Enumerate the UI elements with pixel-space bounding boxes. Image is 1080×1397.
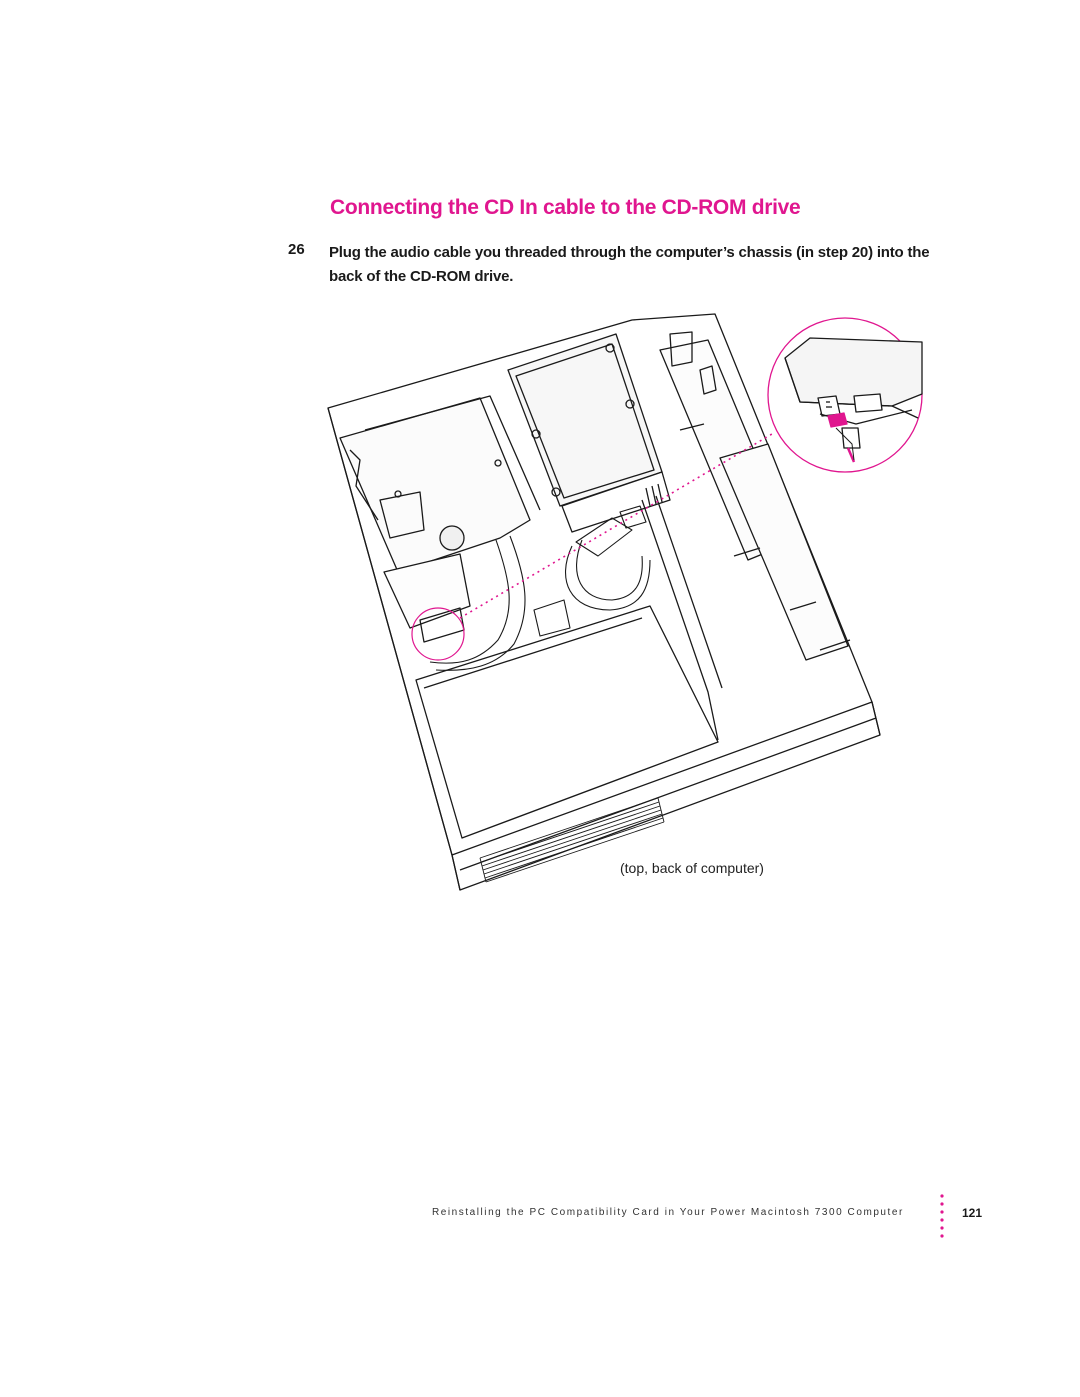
cdrom-connector-area: [383, 553, 471, 661]
hard-drive: [507, 333, 671, 533]
expansion-slots: [641, 331, 851, 741]
drive-bay-left: [339, 395, 541, 573]
callout-line: [459, 433, 773, 619]
cable-bundle: [429, 505, 651, 671]
section-heading: Connecting the CD In cable to the CD-ROM…: [330, 196, 801, 219]
running-footer: Reinstalling the PC Compatibility Card i…: [432, 1207, 904, 1218]
vent-grille: [479, 797, 665, 883]
magnified-inset: [767, 317, 923, 473]
step-number: 26: [288, 241, 305, 258]
page-number: 121: [962, 1206, 983, 1220]
power-supply: [415, 605, 719, 839]
computer-interior-illustration: [327, 313, 923, 891]
footer-dot-leader: [940, 1194, 944, 1238]
step-instruction: Plug the audio cable you threaded throug…: [329, 244, 930, 285]
figure-caption: (top, back of computer): [620, 860, 764, 876]
audio-plug: [827, 412, 848, 428]
